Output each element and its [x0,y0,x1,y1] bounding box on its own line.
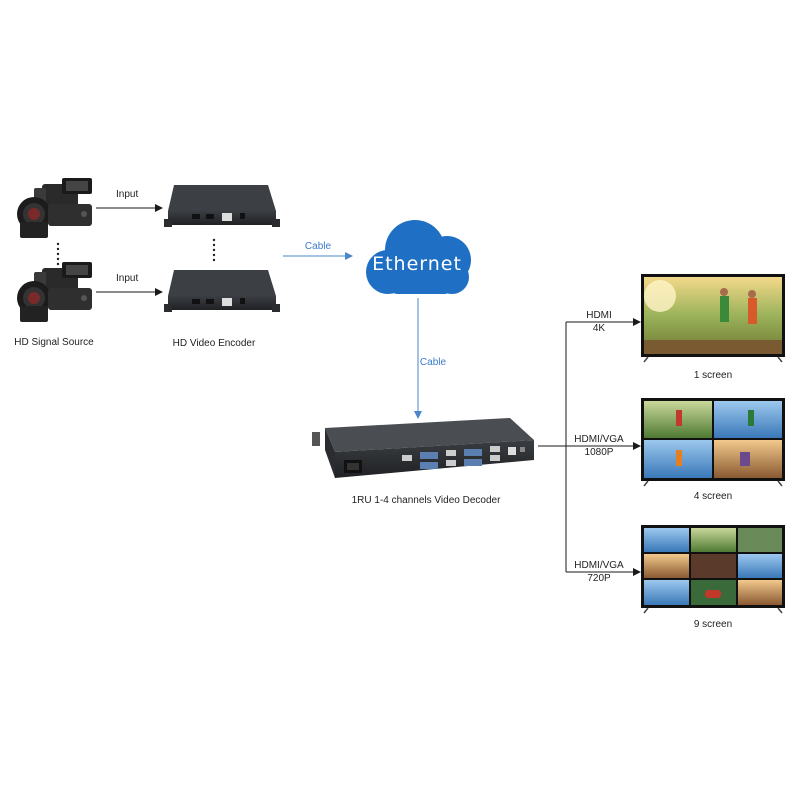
screen-9-label: 9 screen [693,619,733,630]
output-3-resolution: 720P [587,573,611,584]
screen-1-label: 1 screen [693,370,733,381]
encoder-label: HD Video Encoder [172,338,256,349]
encoder-device-icon [164,270,280,312]
output-1-resolution: 4K [592,323,606,334]
monitor-4-screen-icon [641,398,785,487]
encoder-device-icon [164,185,280,227]
input-label: Input [116,273,139,284]
output-2-interface: HDMI/VGA [574,434,624,445]
output-1-interface: HDMI [586,310,612,321]
output-3-interface: HDMI/VGA [574,560,624,571]
camcorder-icon [17,262,92,322]
signal-source-label: HD Signal Source [14,337,94,348]
output-1-spec: HDMI 4K [586,309,612,335]
cloud-icon [366,220,471,294]
screen-4-label: 4 screen [693,491,733,502]
ellipsis-vertical-icon [56,242,60,266]
monitor-1-screen-icon [641,274,785,363]
decoder-device-icon [312,418,534,478]
camcorder-icon [17,178,92,238]
output-3-spec: HDMI/VGA 720P [574,559,623,585]
monitor-9-screen-icon [641,525,785,614]
output-connector-lines [538,318,641,576]
cable-label: Cable [419,357,447,368]
input-label: Input [116,189,139,200]
ellipsis-vertical-icon [212,238,216,262]
decoder-label: 1RU 1-4 channels Video Decoder [351,495,501,506]
ethernet-label: Ethernet [372,253,462,275]
output-2-spec: HDMI/VGA 1080P [574,433,623,459]
output-2-resolution: 1080P [584,447,614,458]
cable-label: Cable [304,241,332,252]
